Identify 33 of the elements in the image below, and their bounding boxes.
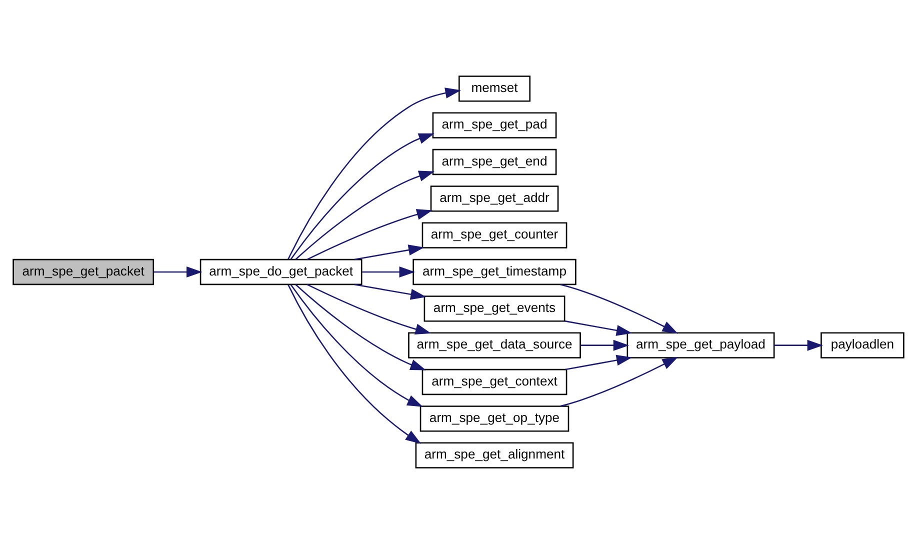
node-box: arm_spe_get_packet [12,258,154,286]
node-box: arm_spe_get_pad [432,112,557,138]
arrow [774,340,824,351]
arrow [565,354,632,370]
arrow [580,340,630,351]
arrow [362,266,416,278]
arrow [153,266,202,278]
arrow [306,209,432,260]
node-box: arm_spe_get_events [424,296,566,322]
arrow [295,284,426,370]
arrow [560,284,678,334]
node-box: arm_spe_get_counter [422,222,568,248]
arrow [564,320,632,336]
arrow [354,244,424,260]
arrow [306,284,432,335]
node-box: arm_spe_get_context [422,368,568,396]
arrow [560,356,678,407]
arrow [290,284,423,407]
node-box: arm_spe_get_alignment [415,442,574,468]
arrow [288,88,462,260]
node-box: arm_spe_get_timestamp [412,258,576,286]
node-box: arm_spe_do_get_packet [200,258,362,286]
arrow [290,133,434,260]
arrow [295,170,435,260]
arrow [354,284,426,300]
node-box: arm_spe_get_end [432,148,557,176]
node-box: arm_spe_get_op_type [420,406,570,432]
node-box: arm_spe_get_payload [626,332,775,358]
node-box: payloadlen [820,332,904,358]
arrow [288,284,422,444]
node-box: arm_spe_get_addr [430,186,559,212]
node-box: arm_spe_get_data_source [408,332,581,358]
node-box: memset [458,76,531,102]
